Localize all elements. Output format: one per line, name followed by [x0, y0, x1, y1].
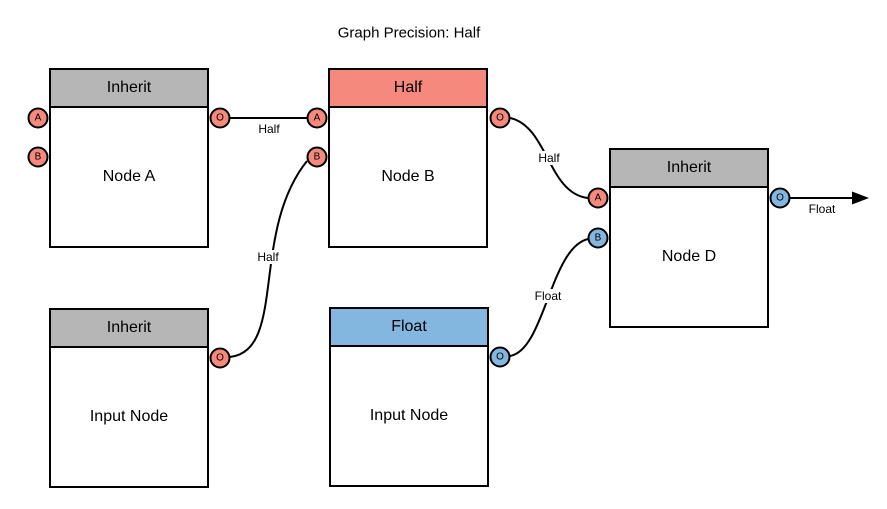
edge-label-output: Float — [806, 202, 838, 216]
input-node-left-port-o: O — [209, 347, 231, 369]
node-a-port-o: O — [209, 107, 231, 129]
node-b-header: Half — [330, 70, 486, 108]
node-a-port-b: B — [27, 146, 49, 168]
node-a-header: Inherit — [51, 70, 207, 108]
node-a-label: Node A — [102, 168, 156, 185]
node-d-port-o: O — [769, 187, 791, 209]
input-node-middle-port-o: O — [489, 346, 511, 368]
node-d-port-b: B — [587, 227, 609, 249]
node-a: Inherit Node A — [49, 68, 209, 248]
node-d: Inherit Node D — [609, 148, 769, 328]
input-node-left-header: Inherit — [51, 310, 207, 348]
output-arrowhead-icon — [852, 191, 869, 205]
node-b-label: Node B — [381, 168, 435, 185]
node-d-label: Node D — [661, 248, 717, 265]
node-b: Half Node B — [328, 68, 488, 248]
input-node-middle: Float Input Node — [329, 307, 489, 487]
edge-inputleft-to-nodeb — [229, 160, 308, 358]
node-b-port-b: B — [306, 146, 328, 168]
node-b-port-a: A — [306, 107, 328, 129]
input-node-left-label: Input Node — [89, 408, 169, 425]
edge-label-inputmid-noded: Float — [532, 289, 564, 303]
input-node-middle-label: Input Node — [369, 407, 449, 424]
edge-label-nodea-nodeb: Half — [256, 122, 282, 136]
edge-label-inputleft-nodeb: Half — [255, 250, 281, 264]
node-a-port-a: A — [27, 107, 49, 129]
node-d-header: Inherit — [611, 150, 767, 188]
input-node-middle-header: Float — [331, 309, 487, 347]
edge-label-nodeb-noded: Half — [536, 151, 562, 165]
diagram-title: Graph Precision: Half — [337, 24, 481, 42]
node-d-port-a: A — [587, 187, 609, 209]
input-node-left: Inherit Input Node — [49, 308, 209, 488]
node-b-port-o: O — [489, 107, 511, 129]
